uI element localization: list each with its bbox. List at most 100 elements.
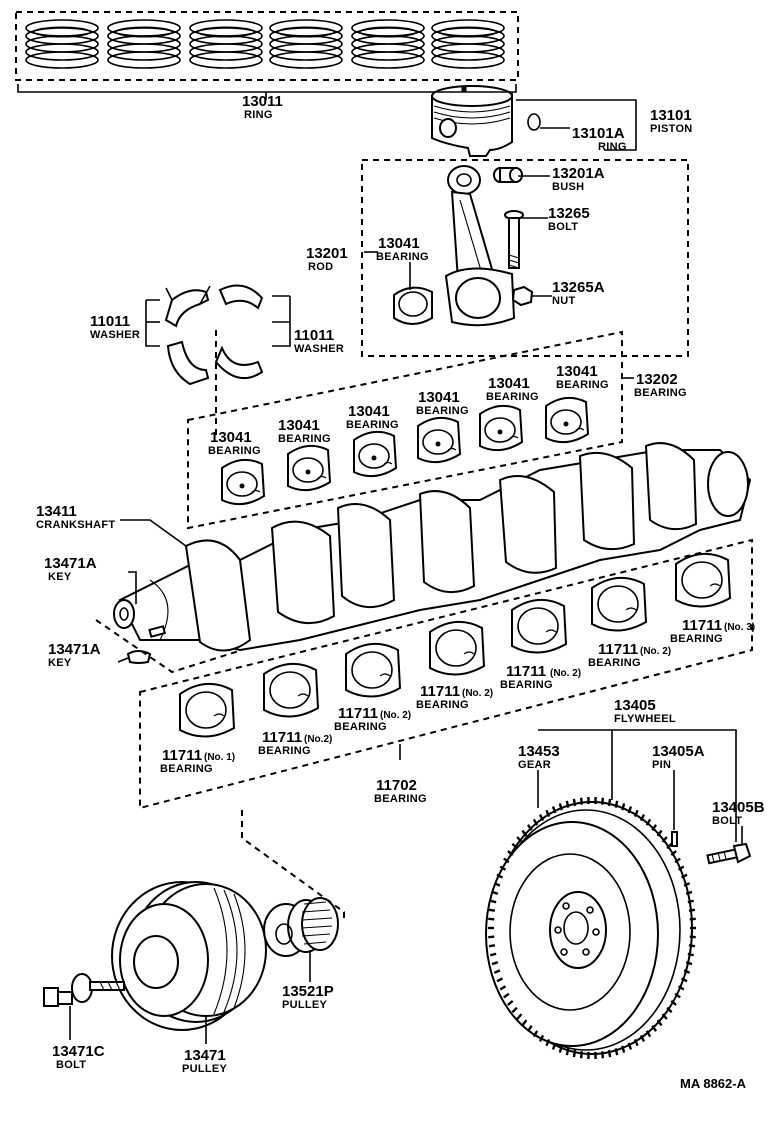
- label-11711-no2-b: 11711 (No. 2) BEARING: [500, 663, 581, 691]
- rod-group-dashed-frame: [361, 159, 689, 357]
- svg-text:ROD: ROD: [308, 261, 333, 273]
- pulley-bolt: [43, 973, 125, 1007]
- piston-pin-ring: [527, 113, 541, 131]
- crankshaft: [113, 442, 752, 652]
- svg-text:(No. 3): (No. 3): [724, 622, 755, 633]
- svg-text:BOLT: BOLT: [712, 815, 742, 827]
- label-13521p: 13521P PULLEY: [282, 983, 334, 1011]
- svg-text:13041: 13041: [488, 375, 530, 392]
- svg-text:BEARING: BEARING: [278, 433, 331, 445]
- svg-text:(No. 1): (No. 1): [204, 752, 235, 763]
- crankshaft-pulley: [111, 881, 267, 1031]
- svg-text:(No. 2): (No. 2): [462, 688, 493, 699]
- svg-text:11711: 11711: [262, 729, 302, 746]
- upper-bearing-shell-2: [287, 444, 332, 492]
- lower-bearing-shell-4: [429, 621, 486, 676]
- label-11711-no1: 11711 (No. 1) BEARING: [160, 747, 235, 775]
- label-13041-f: 13041 BEARING: [556, 363, 609, 391]
- svg-text:FLYWHEEL: FLYWHEEL: [614, 713, 676, 725]
- svg-text:(No.2): (No.2): [304, 734, 332, 745]
- label-13202: 13202 BEARING: [634, 371, 687, 399]
- piston: [431, 85, 513, 157]
- svg-text:13471: 13471: [184, 1047, 226, 1064]
- piston-ring-set: [15, 11, 519, 81]
- rod-bolt: [504, 210, 524, 269]
- upper-bearing-dashed-frame: [187, 330, 623, 530]
- svg-text:13041: 13041: [210, 429, 252, 446]
- lower-bearing-shell-2: [263, 663, 320, 718]
- svg-text:BOLT: BOLT: [56, 1059, 86, 1071]
- lower-bearing-shell-6: [591, 577, 648, 632]
- lower-bearing-shell-5: [511, 599, 568, 654]
- svg-text:BEARING: BEARING: [486, 391, 539, 403]
- label-11011-right: 11011 WASHER: [294, 327, 344, 355]
- svg-text:13471C: 13471C: [52, 1043, 105, 1060]
- label-13041-d: 13041 BEARING: [416, 389, 469, 417]
- label-13405b: 13405B BOLT: [712, 799, 765, 827]
- upper-bearing-shell-3: [353, 430, 398, 478]
- label-13201a: 13201A BUSH: [552, 165, 605, 193]
- label-11011-left: 11011 WASHER: [90, 313, 140, 341]
- crankshaft-keys: [95, 619, 243, 674]
- svg-text:11702: 11702: [376, 777, 417, 794]
- svg-text:(No. 2): (No. 2): [550, 668, 581, 679]
- svg-text:11011: 11011: [90, 313, 130, 330]
- svg-text:13041: 13041: [378, 235, 420, 252]
- svg-text:13265: 13265: [548, 205, 590, 222]
- svg-text:BEARING: BEARING: [334, 721, 387, 733]
- svg-text:11711: 11711: [682, 617, 722, 634]
- svg-text:11711: 11711: [420, 683, 460, 700]
- label-name: RING: [244, 109, 273, 121]
- label-13471a-bottom: 13471A KEY: [48, 641, 101, 669]
- svg-text:BEARING: BEARING: [556, 379, 609, 391]
- timing-pulley: [263, 897, 339, 957]
- upper-bearing-shell-5: [479, 404, 524, 452]
- label-13201: 13201 ROD: [306, 245, 348, 273]
- svg-text:BEARING: BEARING: [374, 793, 427, 805]
- ring-set-dashed-frame: [15, 11, 519, 81]
- svg-text:13041: 13041: [556, 363, 598, 380]
- label-13265: 13265 BOLT: [548, 205, 590, 233]
- svg-text:13041: 13041: [348, 403, 390, 420]
- svg-text:11711: 11711: [162, 747, 202, 764]
- svg-text:WASHER: WASHER: [294, 343, 344, 355]
- lower-bearing-shell-1: [179, 683, 236, 738]
- svg-text:(No. 2): (No. 2): [640, 646, 671, 657]
- label-13041-e: 13041 BEARING: [486, 375, 539, 403]
- svg-text:BEARING: BEARING: [500, 679, 553, 691]
- thrust-washers: [164, 284, 264, 440]
- svg-text:NUT: NUT: [552, 295, 576, 307]
- svg-text:13101: 13101: [650, 107, 692, 124]
- svg-text:13411: 13411: [36, 503, 77, 520]
- label-11711-no2-d: 11711 (No. 2) BEARING: [334, 705, 411, 733]
- lower-main-bearings: [179, 553, 732, 738]
- svg-text:PISTON: PISTON: [650, 123, 693, 135]
- label-13405a: 13405A PIN: [652, 743, 705, 771]
- svg-text:13405B: 13405B: [712, 799, 765, 816]
- svg-text:BEARING: BEARING: [670, 633, 723, 645]
- label-13011: 13011 RING: [242, 93, 283, 121]
- label-13471: 13471 PULLEY: [182, 1047, 227, 1075]
- svg-text:13471A: 13471A: [48, 641, 101, 658]
- leader-lines: [17, 84, 743, 1044]
- piston-ring-5: [351, 19, 425, 69]
- upper-main-bearings: [221, 396, 590, 506]
- svg-text:13265A: 13265A: [552, 279, 605, 296]
- svg-text:BOLT: BOLT: [548, 221, 578, 233]
- svg-text:13521P: 13521P: [282, 983, 334, 1000]
- label-11711-no2-e: 11711 (No.2) BEARING: [258, 729, 332, 757]
- label-13101: 13101 PISTON: [650, 107, 693, 135]
- label-11711-no3: 11711 (No. 3) BEARING: [670, 617, 755, 645]
- svg-text:PIN: PIN: [652, 759, 671, 771]
- piston-ring-4: [269, 19, 343, 69]
- svg-text:BEARING: BEARING: [208, 445, 261, 457]
- svg-text:BEARING: BEARING: [416, 699, 469, 711]
- svg-text:13041: 13041: [418, 389, 460, 406]
- svg-text:13405: 13405: [614, 697, 656, 714]
- svg-text:BEARING: BEARING: [634, 387, 687, 399]
- lower-bearing-shell-7: [675, 553, 732, 608]
- upper-bearing-shell-4: [417, 416, 462, 464]
- piston-ring-3: [189, 19, 263, 69]
- svg-text:(No. 2): (No. 2): [380, 710, 411, 721]
- label-13471c: 13471C BOLT: [52, 1043, 105, 1071]
